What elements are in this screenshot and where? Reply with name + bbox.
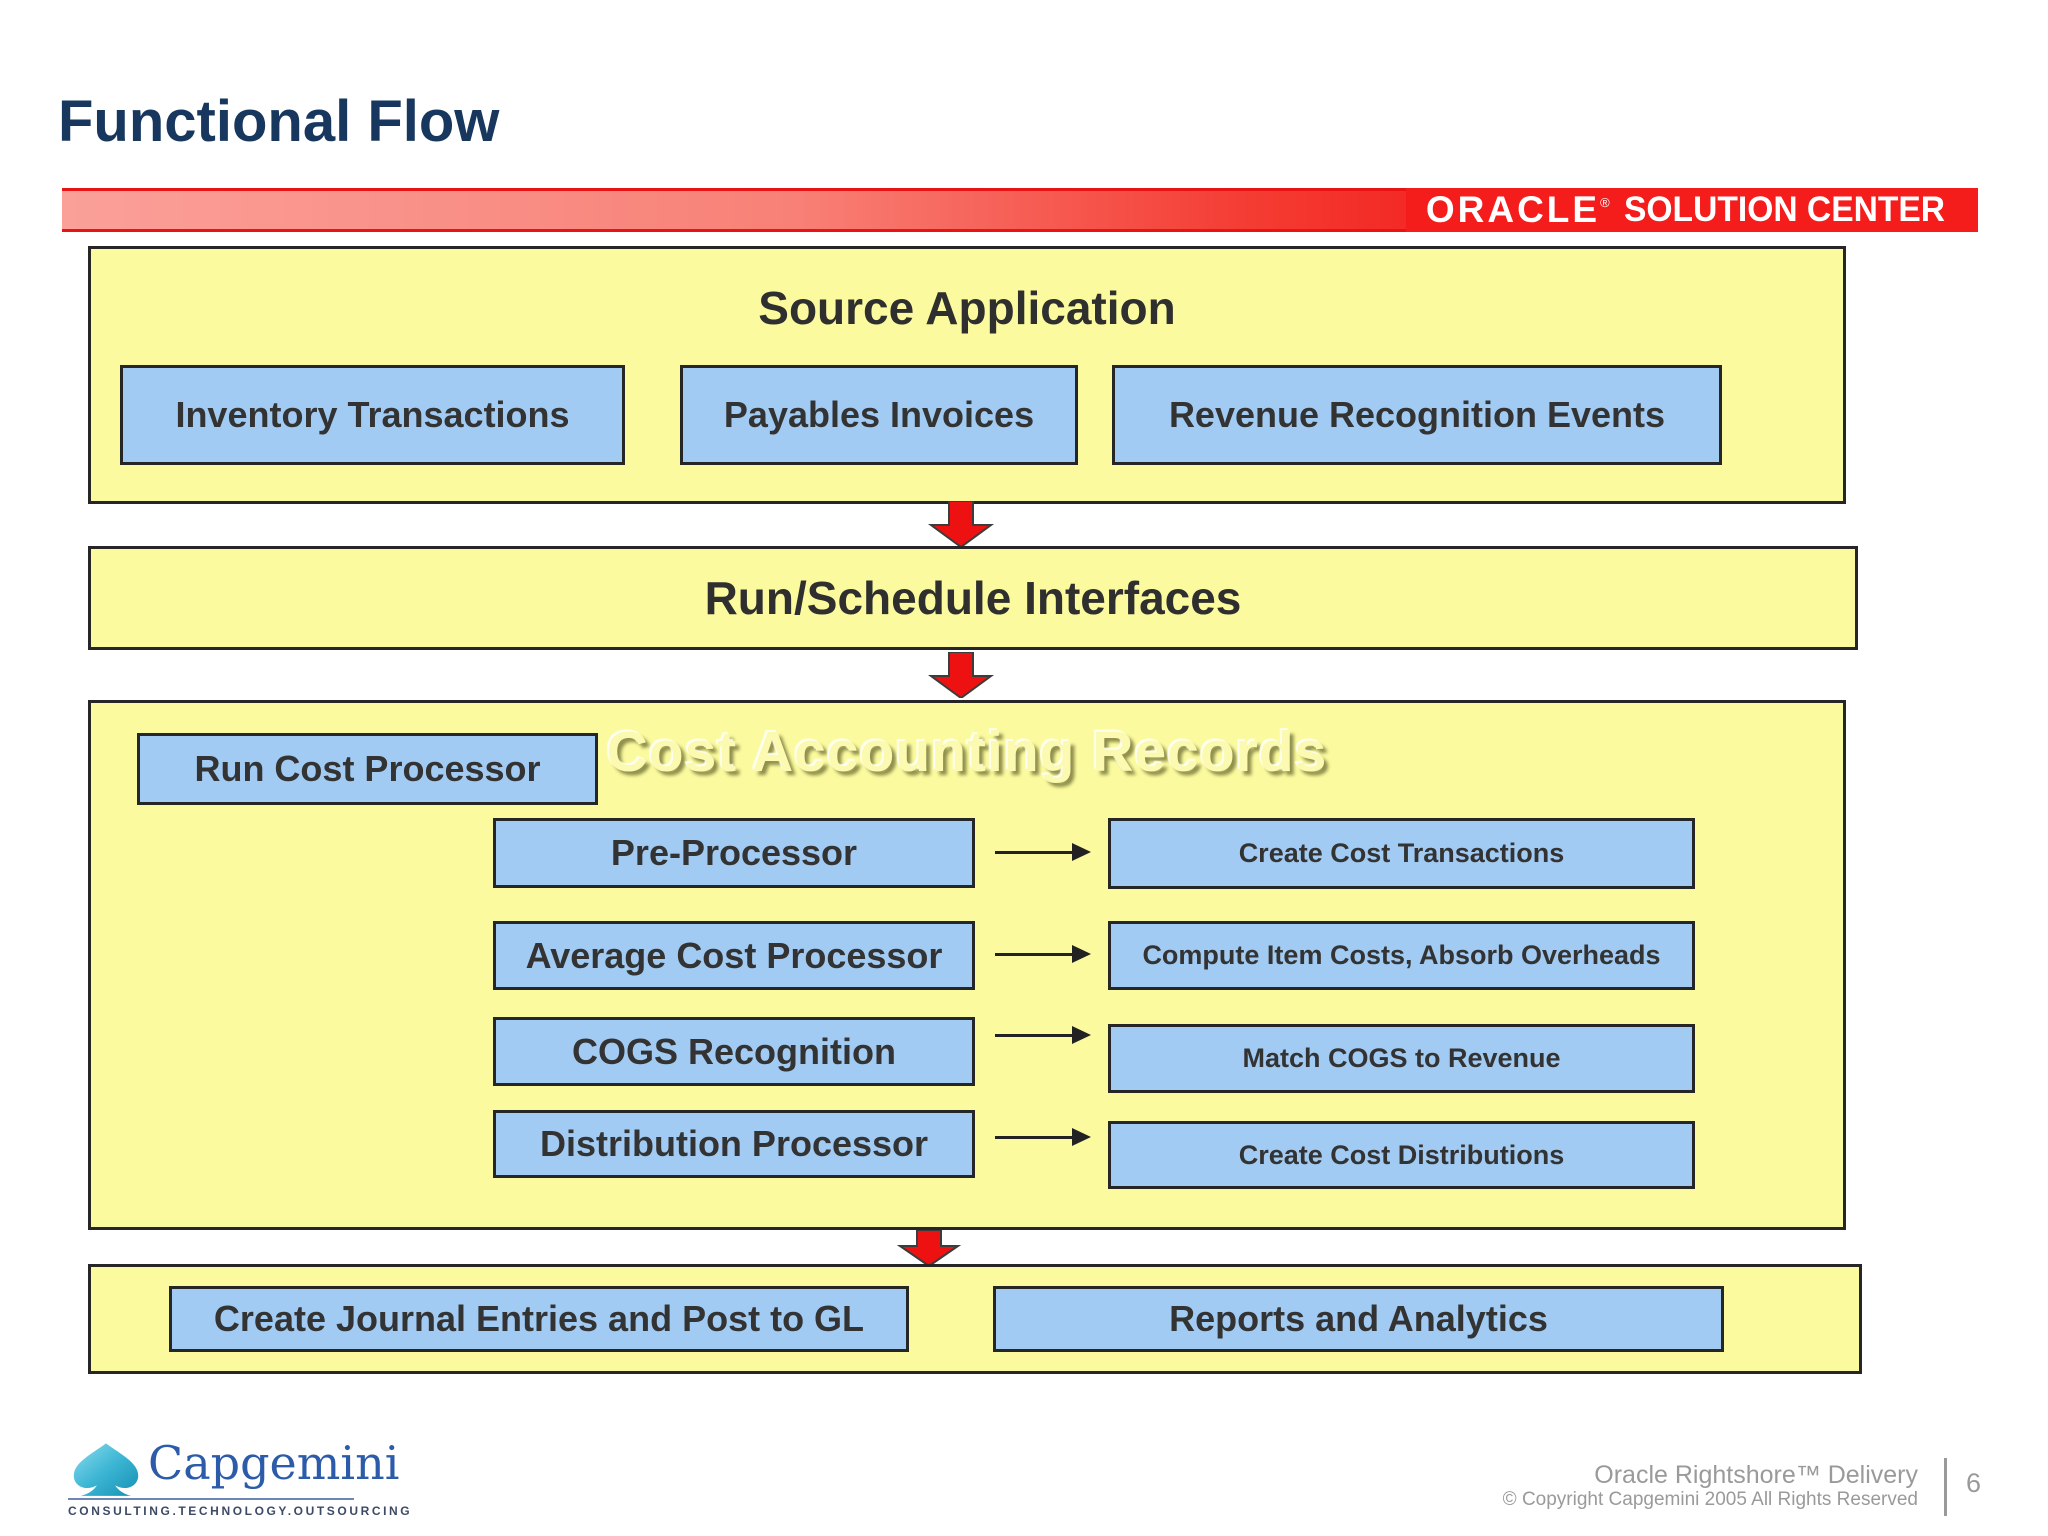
capgemini-tagline: CONSULTING.TECHNOLOGY.OUTSOURCING — [68, 1504, 413, 1518]
right-arrow-icon — [995, 843, 1091, 861]
down-arrow-icon — [896, 1230, 962, 1266]
average-cost-processor-box: Average Cost Processor — [493, 921, 975, 990]
header-banner: ORACLE® SOLUTION CENTER — [62, 188, 1978, 232]
footer-copyright-label: © Copyright Capgemini 2005 All Rights Re… — [1502, 1489, 1918, 1510]
create-journal-entries-box: Create Journal Entries and Post to GL — [169, 1286, 909, 1352]
inventory-transactions-box: Inventory Transactions — [120, 365, 625, 465]
capgemini-underline — [68, 1498, 354, 1500]
create-cost-distributions-box: Create Cost Distributions — [1108, 1121, 1695, 1189]
cost-accounting-records-watermark: Cost Accounting Records — [606, 720, 1328, 784]
right-arrow-icon — [995, 1026, 1091, 1044]
create-cost-transactions-box: Create Cost Transactions — [1108, 818, 1695, 889]
run-cost-processor-box: Run Cost Processor — [137, 733, 598, 805]
solution-center-label: SOLUTION CENTER — [1623, 190, 1945, 229]
page-title: Functional Flow — [58, 89, 500, 154]
capgemini-wordmark: Capgemini — [148, 1436, 400, 1490]
distribution-processor-box: Distribution Processor — [493, 1110, 975, 1178]
down-arrow-icon — [927, 501, 995, 547]
reports-and-analytics-box: Reports and Analytics — [993, 1286, 1724, 1352]
oracle-logo: ORACLE — [1425, 189, 1601, 230]
match-cogs-to-revenue-box: Match COGS to Revenue — [1108, 1024, 1695, 1093]
revenue-recognition-events-box: Revenue Recognition Events — [1112, 365, 1722, 465]
page-number: 6 — [1966, 1468, 1982, 1498]
capgemini-spade-icon — [73, 1443, 139, 1496]
payables-invoices-box: Payables Invoices — [680, 365, 1078, 465]
registered-mark: ® — [1600, 194, 1610, 210]
down-arrow-icon — [927, 652, 995, 698]
footer-divider — [1944, 1458, 1947, 1516]
footer-delivery-label: Oracle Rightshore™ Delivery — [1594, 1461, 1918, 1489]
pre-processor-box: Pre-Processor — [493, 818, 975, 888]
right-arrow-icon — [995, 945, 1091, 963]
compute-item-costs-box: Compute Item Costs, Absorb Overheads — [1108, 921, 1695, 990]
capgemini-logo: Capgemini CONSULTING.TECHNOLOGY.OUTSOURC… — [66, 1436, 410, 1528]
footer-right-text: Oracle Rightshore™ Delivery © Copyright … — [1503, 1462, 1918, 1511]
run-schedule-interfaces-box: Run/Schedule Interfaces — [88, 546, 1858, 650]
run-schedule-interfaces-label: Run/Schedule Interfaces — [704, 572, 1242, 624]
source-application-title: Source Application — [758, 282, 1176, 334]
right-arrow-icon — [995, 1128, 1091, 1146]
oracle-solution-center-banner: ORACLE® SOLUTION CENTER — [1406, 188, 1978, 232]
cogs-recognition-box: COGS Recognition — [493, 1017, 975, 1086]
